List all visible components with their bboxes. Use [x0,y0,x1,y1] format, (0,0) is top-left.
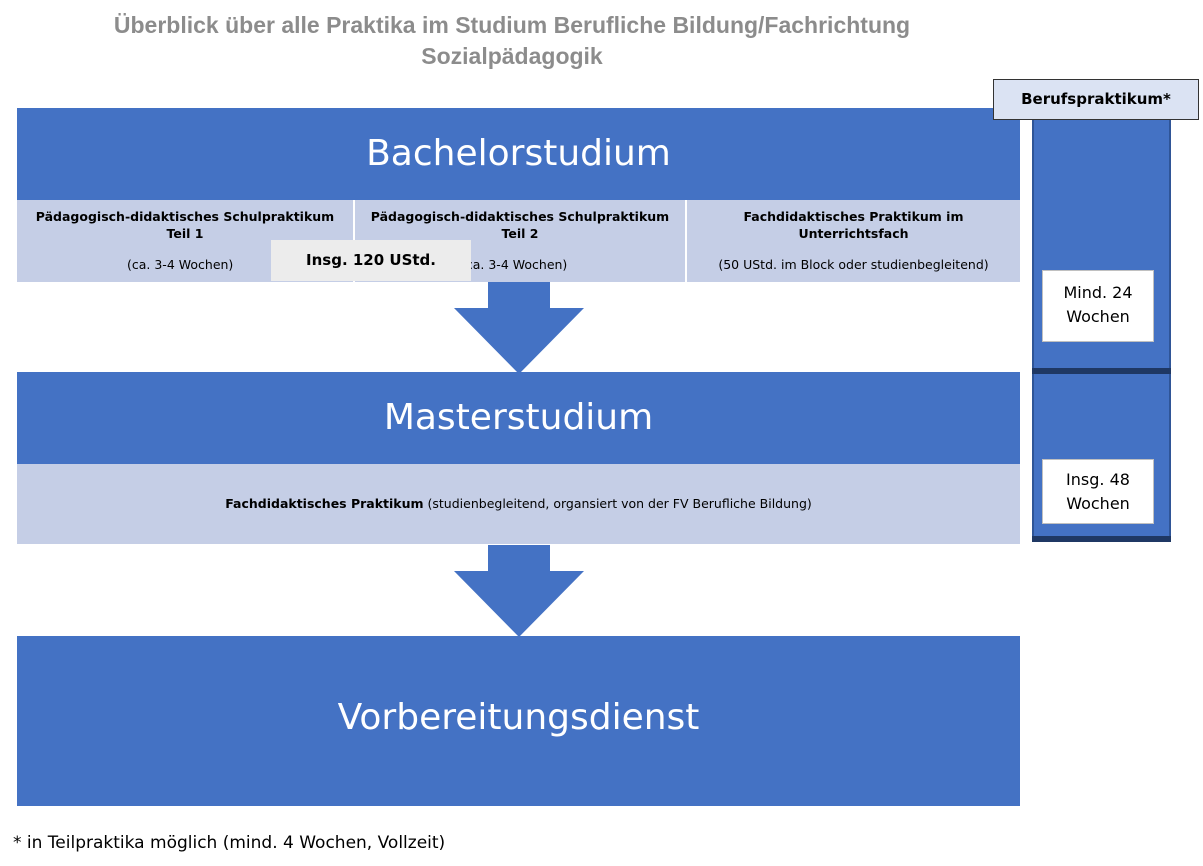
fachdidaktik-title: Fachdidaktisches Praktikum im [743,209,964,224]
fachdidaktik-subject: Unterrichtsfach [798,226,909,241]
berufspraktikum-bottom-bar [1032,536,1171,542]
master-block: Masterstudium [17,372,1020,464]
master-practicum-details: (studienbegleitend, organsiert von der F… [423,496,812,511]
minimum-weeks-value: Mind. 24 [1063,283,1133,302]
cell-divider [685,200,687,282]
master-practicum-row: Fachdidaktisches Praktikum (studienbegle… [17,464,1020,544]
bachelor-block: Bachelorstudium [17,108,1020,200]
vorbereitungsdienst-label: Vorbereitungsdienst [337,697,700,738]
total-weeks-label: Insg. 48 Wochen [1042,459,1154,524]
total-weeks-value: Insg. 48 [1066,470,1130,489]
vorbereitungsdienst-block: Vorbereitungsdienst [17,636,1020,806]
minimum-weeks-label: Mind. 24 Wochen [1042,270,1154,342]
master-label: Masterstudium [383,397,654,438]
bachelor-label: Bachelorstudium [366,133,671,174]
title-line-2: Sozialpädagogik [421,43,603,69]
practicum-teil2-part: Teil 2 [501,226,539,241]
berufspraktikum-divider [1032,368,1171,374]
page-title: Überblick über alle Praktika im Studium … [0,10,1024,72]
practicum-teil2-duration: (ca. 3-4 Wochen) [461,257,568,272]
title-line-1: Überblick über alle Praktika im Studium … [113,12,911,38]
berufspraktikum-label: Berufspraktikum* [993,79,1199,120]
practicum-teil1-title: Pädagogisch-didaktisches Schulpraktikum [35,209,335,224]
practicum-teil2-title: Pädagogisch-didaktisches Schulpraktikum [370,209,670,224]
bachelor-practica-row: Pädagogisch-didaktisches Schulpraktikum … [17,200,1020,282]
minimum-weeks-unit: Wochen [1066,307,1130,326]
arrow-down-icon [454,545,584,637]
master-practicum-name: Fachdidaktisches Praktikum [225,496,424,511]
fachdidaktik-duration: (50 UStd. im Block oder studienbegleiten… [718,257,989,272]
practicum-cell-fachdidaktik: Fachdidaktisches Praktikum im Unterricht… [687,200,1020,282]
arrow-down-icon [454,282,584,374]
practicum-teil1-duration: (ca. 3-4 Wochen) [127,257,234,272]
total-hours-box: Insg. 120 UStd. [271,240,471,281]
practicum-teil1-part: Teil 1 [166,226,204,241]
footnote: * in Teilpraktika möglich (mind. 4 Woche… [13,833,446,853]
total-weeks-unit: Wochen [1066,494,1130,513]
